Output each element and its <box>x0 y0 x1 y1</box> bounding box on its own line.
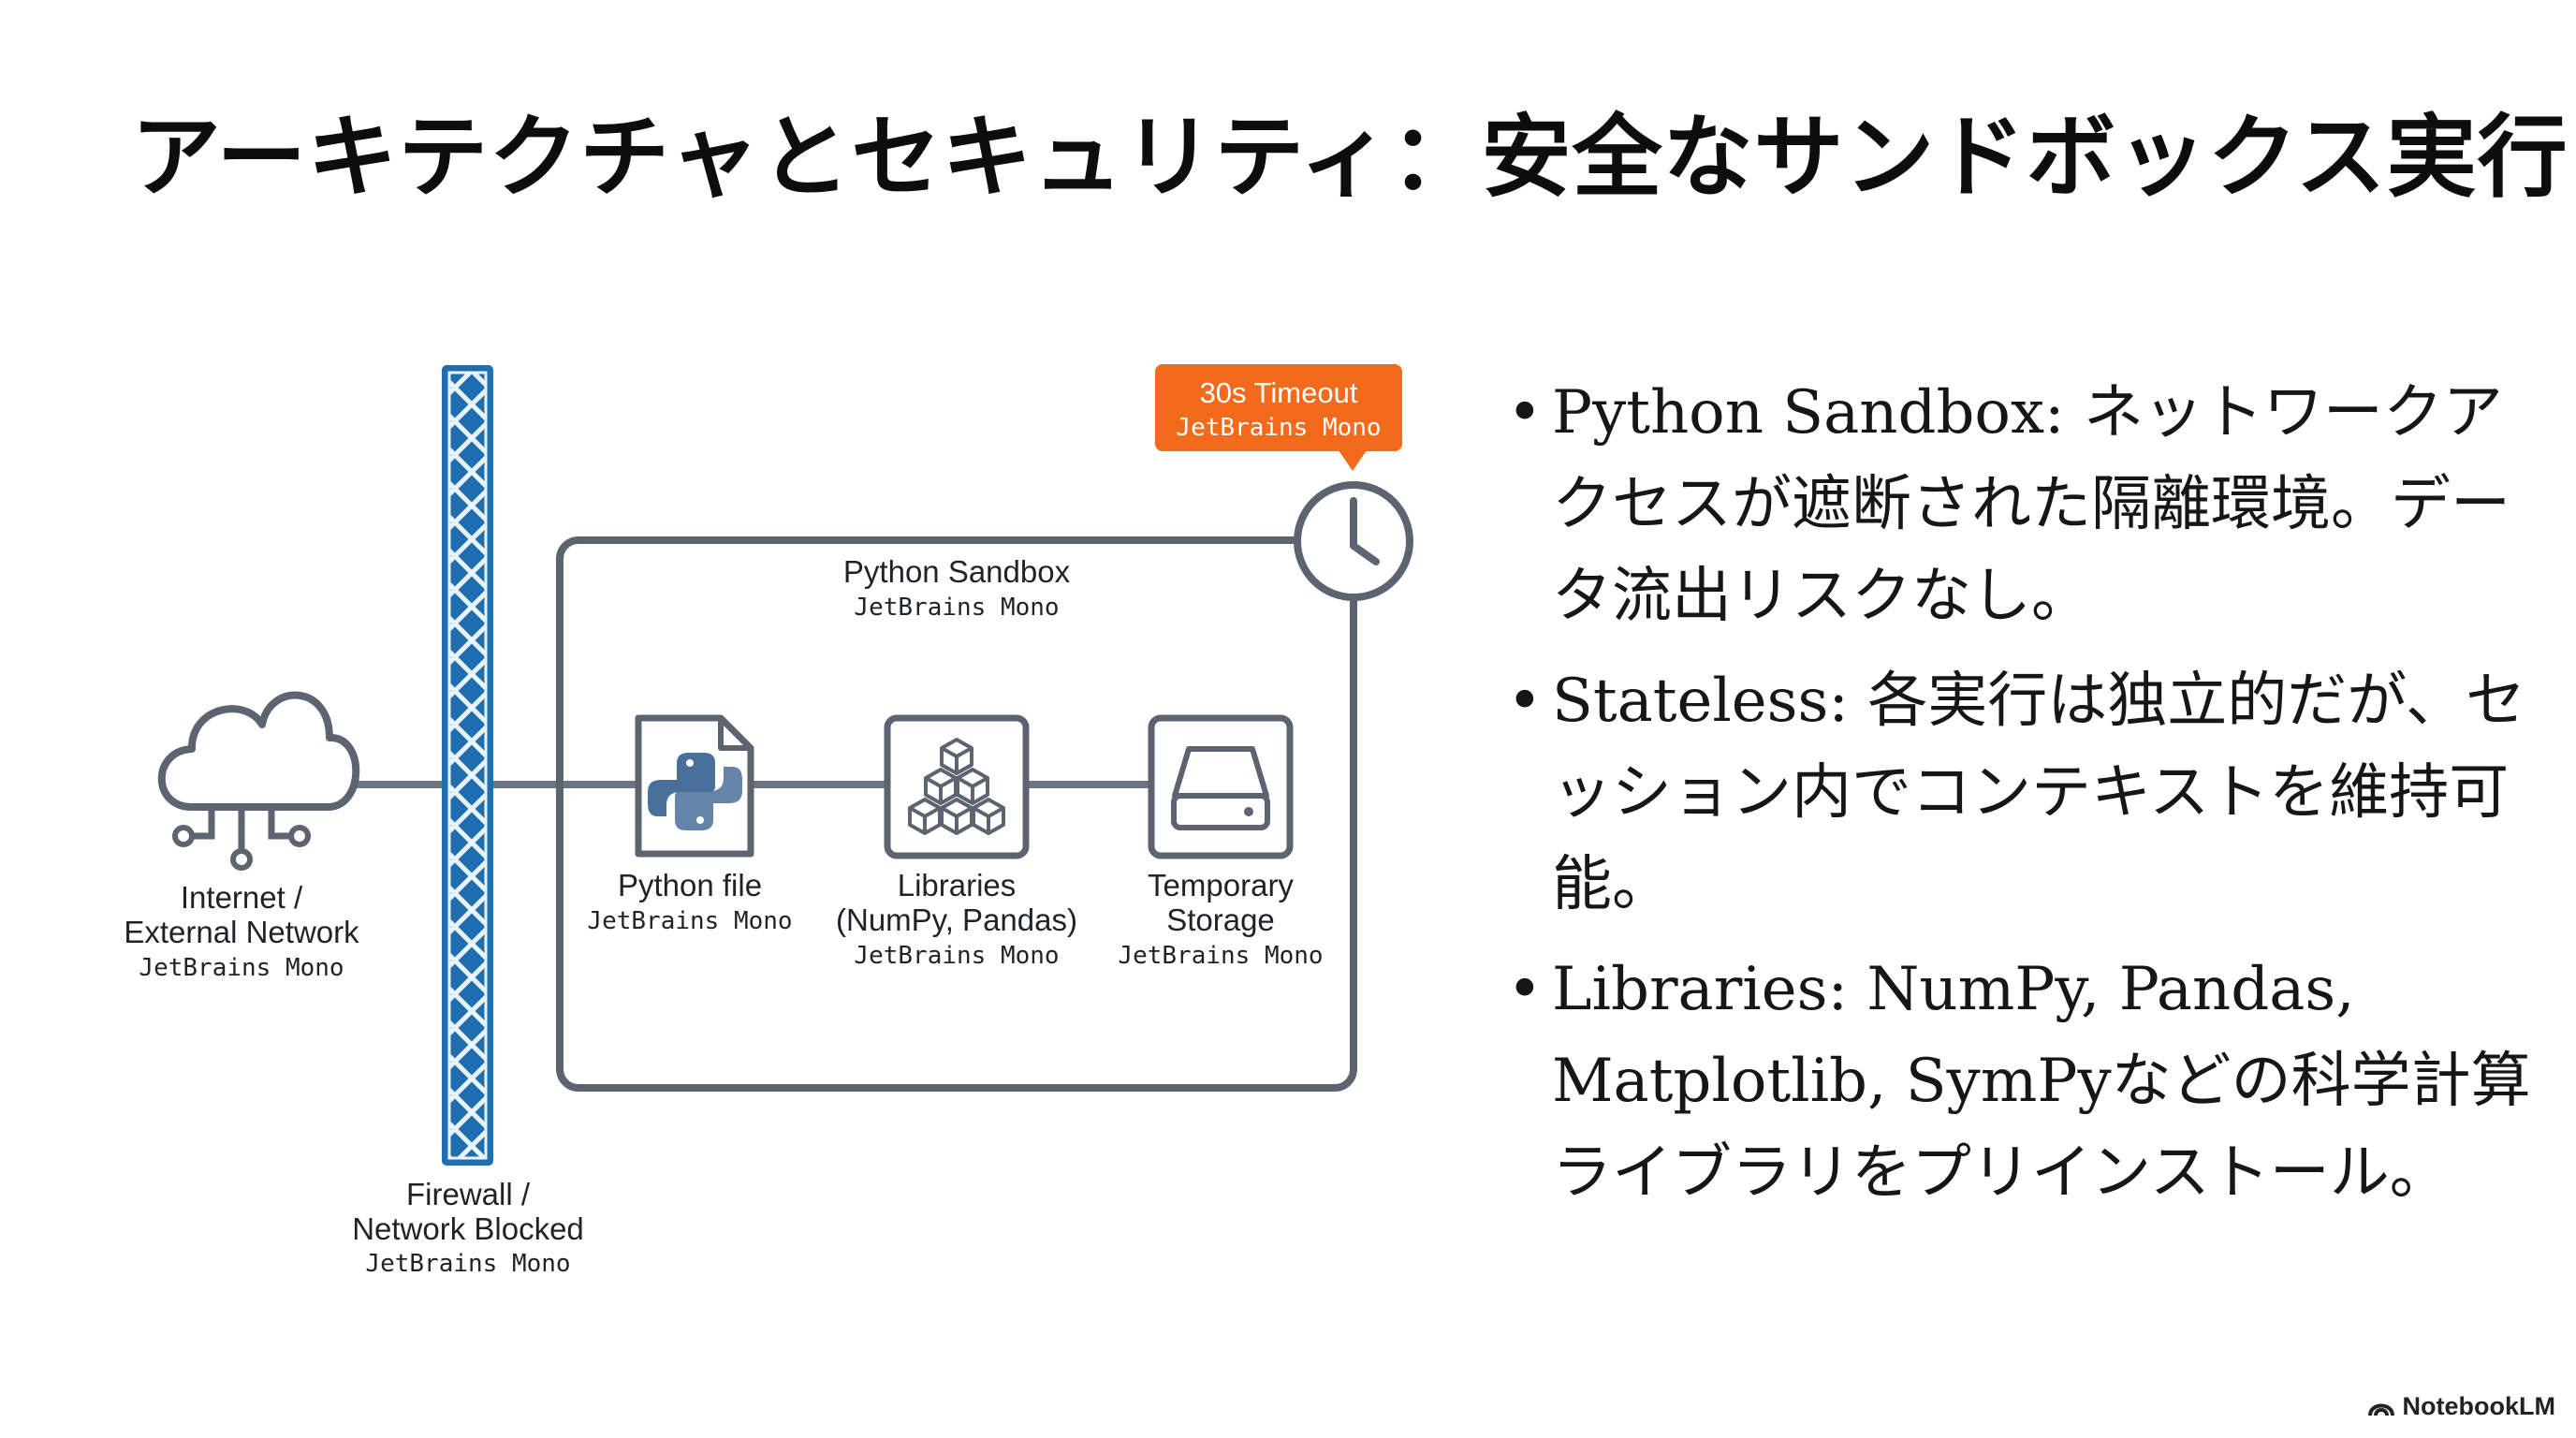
libraries-cubes-icon <box>884 714 1030 859</box>
python-logo-icon <box>648 753 742 830</box>
python-file-icon <box>635 714 754 858</box>
bullet-dot-icon: • <box>1507 378 1543 448</box>
storage-drive-icon <box>1148 714 1294 859</box>
timeout-badge: 30s Timeout JetBrains Mono <box>1155 364 1402 471</box>
libraries-font-caption: JetBrains Mono <box>854 942 1059 970</box>
clock-icon <box>1294 481 1413 601</box>
firewall-label-line1: Firewall / <box>406 1177 531 1211</box>
bullet-text: Stateless: 各実行は独立的だが、セッション内でコンテキストを維持可能。 <box>1552 667 2525 919</box>
internet-font-caption: JetBrains Mono <box>139 954 344 982</box>
internet-label-line2: External Network <box>124 915 359 949</box>
sandbox-label: Python Sandbox <box>843 554 1071 589</box>
feature-bullet-list: •Python Sandbox: ネットワークアクセスが遮断された隔離環境。デー… <box>1507 367 2537 1232</box>
python-file-font-caption: JetBrains Mono <box>587 907 792 935</box>
cloud-network-icon <box>157 691 360 871</box>
bullet-dot-icon: • <box>1507 667 1543 736</box>
firewall-label-line2: Network Blocked <box>352 1211 584 1246</box>
sandbox-font-caption: JetBrains Mono <box>854 594 1059 622</box>
slide-title: アーキテクチャとセキュリティ：安全なサンドボックス実行 <box>131 105 2569 210</box>
bullet-text: Libraries: NumPy, Pandas, Matplotlib, Sy… <box>1552 955 2531 1208</box>
firewall-font-caption: JetBrains Mono <box>365 1250 570 1278</box>
libraries-label-line2: (NumPy, Pandas) <box>836 902 1077 937</box>
brand-name: NotebookLM <box>2402 1391 2555 1420</box>
storage-label-line2: Storage <box>1166 902 1275 937</box>
notebooklm-watermark: NotebookLM <box>2367 1389 2555 1423</box>
timeout-label: 30s Timeout <box>1200 376 1358 409</box>
timeout-font-caption: JetBrains Mono <box>1176 414 1381 442</box>
storage-font-caption: JetBrains Mono <box>1118 942 1323 970</box>
bullet-item-libraries: •Libraries: NumPy, Pandas, Matplotlib, S… <box>1507 944 2537 1219</box>
notebooklm-logo-icon <box>2367 1403 2394 1416</box>
storage-label-line1: Temporary <box>1148 868 1294 902</box>
bullet-item-sandbox: •Python Sandbox: ネットワークアクセスが遮断された隔離環境。デー… <box>1507 367 2537 642</box>
bullet-item-stateless: •Stateless: 各実行は独立的だが、セッション内でコンテキストを維持可能… <box>1507 655 2537 931</box>
bullet-text: Python Sandbox: ネットワークアクセスが遮断された隔離環境。データ… <box>1552 378 2510 631</box>
firewall-wall <box>442 365 493 1166</box>
bullet-dot-icon: • <box>1507 955 1543 1024</box>
libraries-label-line1: Libraries <box>898 868 1017 902</box>
internet-label-line1: Internet / <box>181 880 303 915</box>
python-file-label: Python file <box>618 868 762 902</box>
sandbox-container <box>556 536 1357 1092</box>
